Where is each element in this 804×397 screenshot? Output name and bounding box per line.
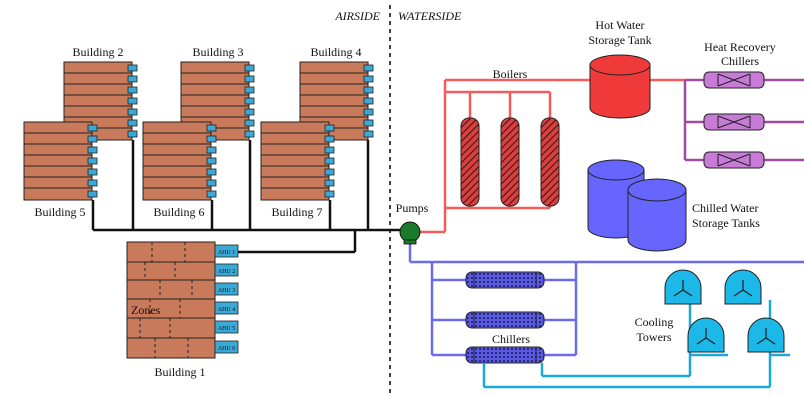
cooling-towers-label-1: Cooling <box>635 315 674 329</box>
building-3-label: Building 3 <box>192 45 243 59</box>
building-7 <box>260 121 335 201</box>
zones-label: Zones <box>131 303 161 317</box>
cooling-towers-label-2: Towers <box>636 330 671 344</box>
chiller-3 <box>465 346 545 364</box>
chillers-label: Chillers <box>492 332 530 346</box>
boiler-1 <box>460 117 480 207</box>
chilled-water-tank-2 <box>627 178 687 252</box>
boilers-label: Boilers <box>493 67 528 81</box>
heat-recovery-label-2: Chillers <box>721 54 759 68</box>
ahu-3-label: AHU 3 <box>218 288 236 294</box>
airside-label: AIRSIDE <box>334 9 380 23</box>
ahu-6-label: AHU 6 <box>218 346 236 352</box>
hot-water-tank-label-1: Hot Water <box>595 18 644 32</box>
building-1 <box>126 241 239 359</box>
cooling-tower-4 <box>747 317 785 353</box>
ahu-4-label: AHU 4 <box>218 307 236 313</box>
heat-recovery-chiller-3 <box>703 151 765 169</box>
building-2-label: Building 2 <box>72 45 123 59</box>
cooling-tower-2 <box>724 269 762 305</box>
building-5-label: Building 5 <box>34 205 85 219</box>
building-7-label: Building 7 <box>271 205 322 219</box>
heat-recovery-label-1: Heat Recovery <box>704 40 776 54</box>
heat-recovery-chiller-1 <box>703 71 765 89</box>
building-4-label: Building 4 <box>310 45 361 59</box>
waterside-label: WATERSIDE <box>398 9 462 23</box>
ahu-1-label: AHU 1 <box>218 250 236 256</box>
pumps-label: Pumps <box>396 201 429 215</box>
building-1-label: Building 1 <box>154 365 205 379</box>
hot-water-storage-tank <box>589 54 651 119</box>
cooling-tower-1 <box>664 269 702 305</box>
building-5 <box>23 121 98 201</box>
heat-recovery-chiller-2 <box>703 113 765 131</box>
pump-icon <box>399 221 421 245</box>
building-6-label: Building 6 <box>153 205 204 219</box>
ahu-5-label: AHU 5 <box>218 326 236 332</box>
ahu-2-label: AHU 2 <box>218 269 236 275</box>
chiller-1 <box>465 271 545 289</box>
airside-piping <box>91 140 400 254</box>
chiller-2 <box>465 311 545 329</box>
building-6 <box>142 121 217 201</box>
hot-water-tank-label-2: Storage Tank <box>588 33 651 47</box>
boiler-2 <box>500 117 520 207</box>
boiler-3 <box>540 117 560 207</box>
chilled-tank-label-2: Storage Tanks <box>692 216 760 230</box>
chilled-tank-label-1: Chilled Water <box>692 201 758 215</box>
cooling-tower-3 <box>687 317 725 353</box>
